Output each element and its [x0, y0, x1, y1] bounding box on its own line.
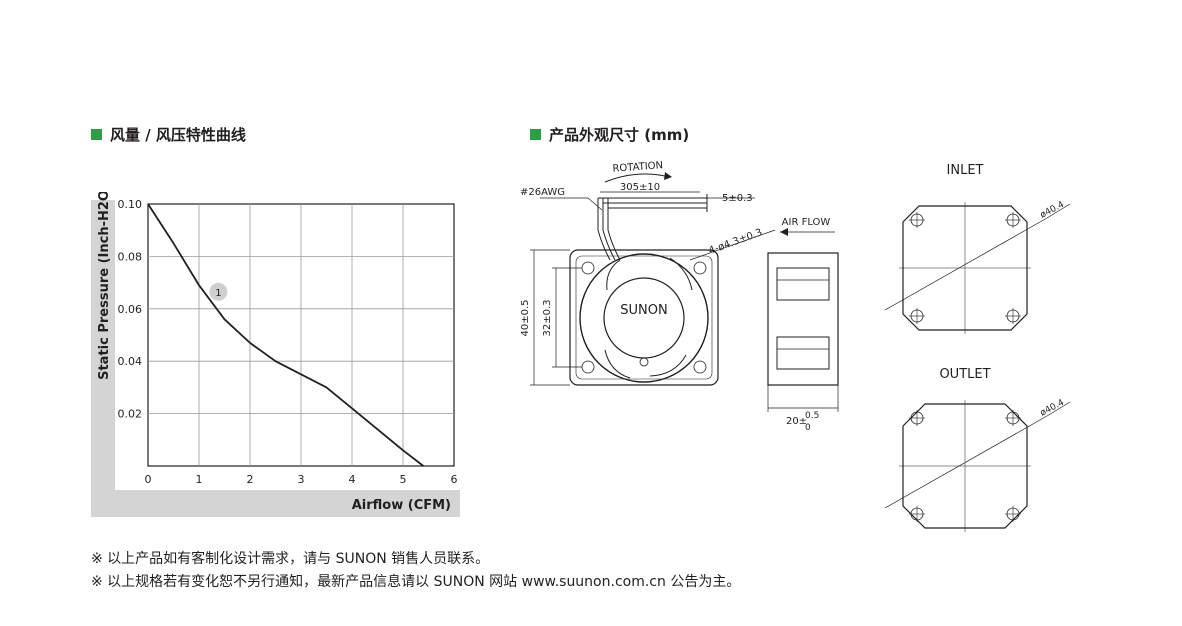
- lead-length-label: 305±10: [620, 182, 660, 193]
- chart-tick-labels: 0 1 2 3 4 5 6 0.02 0.04 0.06 0.08 0.10: [118, 198, 458, 486]
- brand-label: SUNON: [620, 303, 667, 318]
- footnote-spec-change: ※ 以上规格若有变化恕不另行通知，最新产品信息请以 SUNON 网站 www.s…: [91, 574, 741, 590]
- inlet-view: [884, 202, 1071, 334]
- x-tick-label-5: 5: [400, 473, 407, 486]
- inlet-label: INLET: [947, 163, 984, 178]
- strip-length-label: 5±0.3: [722, 193, 753, 204]
- outlet-label: OUTLET: [939, 367, 990, 382]
- x-tick-label-2: 2: [247, 473, 254, 486]
- pq-curve-chart: 0 1 2 3 4 5 6 0.02 0.04 0.06 0.08 0.10 1 Airflow (C…: [91, 192, 460, 517]
- curve-series-1: [147, 203, 424, 467]
- chart-series: 1: [147, 203, 424, 467]
- curve-marker-badge: [209, 282, 228, 301]
- hole-pitch-label: 32±0.3: [542, 299, 553, 336]
- y-tick-label-0.02: 0.02: [118, 408, 143, 421]
- wire-gauge-label: #26AWG: [520, 187, 565, 198]
- y-tick-label-0.08: 0.08: [118, 250, 143, 263]
- outlet-diameter-label: ø40.4: [1039, 398, 1066, 419]
- dimension-title-text: 产品外观尺寸 (mm): [549, 126, 690, 144]
- y-axis-label: Static Pressure (Inch-H2O): [97, 192, 112, 380]
- curve-marker-label: 1: [215, 288, 221, 299]
- x-tick-label-3: 3: [298, 473, 305, 486]
- dimension-section-title: 产品外观尺寸 (mm): [530, 124, 689, 145]
- depth-main: 20: [786, 416, 799, 427]
- rotation-label: ROTATION: [612, 160, 663, 175]
- chart-inner-background: [115, 200, 460, 490]
- depth-lower-tol: 0: [805, 423, 811, 433]
- curve-section-title: 风量 / 风压特性曲线: [91, 124, 246, 145]
- chart-frame-bottom-band: [91, 490, 460, 517]
- air-flow-label: AIR FLOW: [782, 217, 831, 228]
- depth-upper-tol: 0.5: [805, 411, 819, 421]
- green-square-icon: [530, 129, 541, 140]
- outlet-view: [884, 400, 1071, 532]
- curve-title-text: 风量 / 风压特性曲线: [110, 126, 246, 144]
- rotation-arrow: [604, 173, 666, 183]
- x-tick-label-1: 1: [196, 473, 203, 486]
- lead-wires: [597, 194, 708, 261]
- y-tick-label-0.10: 0.10: [118, 198, 143, 211]
- fan-dimension-drawing: ROTATION 305±10 5±0.3 #26AWG SUNON 4-ø4.…: [520, 160, 1071, 532]
- y-tick-label-0.06: 0.06: [118, 303, 143, 316]
- chart-frame: [91, 200, 460, 517]
- inlet-diameter-label: ø40.4: [1039, 200, 1066, 221]
- vertical-dimensions: [530, 249, 582, 386]
- depth-plus-minus: ±: [799, 416, 807, 427]
- x-tick-label-0: 0: [145, 473, 152, 486]
- y-tick-label-0.04: 0.04: [118, 355, 143, 368]
- fan-front-view: [569, 249, 719, 386]
- chart-frame-left-band: [91, 200, 115, 517]
- outer-size-label: 40±0.5: [520, 299, 531, 336]
- holes-label: 4-ø4.3±0.3: [707, 227, 764, 257]
- footnote-customization: ※ 以上产品如有客制化设计需求，请与 SUNON 销售人员联系。: [91, 551, 490, 567]
- x-tick-label-4: 4: [349, 473, 356, 486]
- depth-label: 20±: [786, 416, 807, 427]
- x-axis-label: Airflow (CFM): [352, 498, 451, 513]
- green-square-icon: [91, 129, 102, 140]
- fan-side-view: [767, 252, 839, 386]
- footnotes: ※ 以上产品如有客制化设计需求，请与 SUNON 销售人员联系。 ※ 以上规格若…: [91, 548, 740, 594]
- x-tick-label-6: 6: [451, 473, 458, 486]
- chart-grid: [148, 204, 454, 466]
